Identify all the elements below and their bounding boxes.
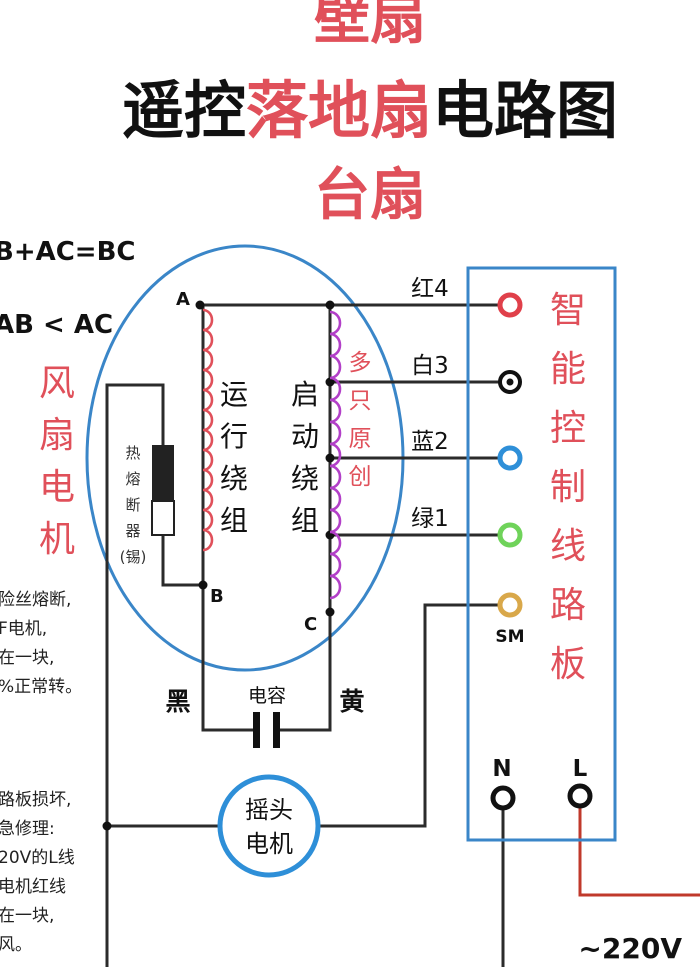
fuse-label: 热 熔 断 器 (锡) bbox=[120, 444, 147, 566]
board-label-char: 能 bbox=[550, 349, 586, 390]
motor-label: 风 扇 电 机 bbox=[39, 363, 75, 560]
note-line: 在一块, bbox=[0, 906, 54, 926]
note-line: %正常转。 bbox=[0, 677, 82, 697]
note-line: 路板损坏, bbox=[0, 790, 71, 810]
control-board bbox=[466, 266, 617, 842]
original-mark-char: 原 bbox=[349, 426, 372, 452]
capacitor-left-wire: 黑 bbox=[165, 687, 190, 716]
board-label-char: 制 bbox=[550, 467, 586, 508]
motor-label-char: 扇 bbox=[39, 415, 75, 456]
terminal-n bbox=[490, 785, 516, 811]
swing-motor-line1: 摇头 bbox=[245, 796, 293, 824]
motor-label-char: 电 bbox=[39, 467, 75, 508]
start-winding-char: 组 bbox=[291, 504, 319, 537]
start-winding-char: 启 bbox=[291, 378, 319, 411]
capacitor bbox=[253, 712, 280, 748]
title-bottom: 台扇 bbox=[314, 163, 426, 228]
fuse-label-char: 断 bbox=[125, 496, 140, 514]
port-red bbox=[497, 292, 523, 318]
start-winding-coil bbox=[329, 310, 342, 600]
original-mark: 多 只 原 创 bbox=[349, 350, 372, 490]
note-line: 20V的L线 bbox=[0, 848, 75, 868]
board-label-char: 控 bbox=[550, 408, 586, 449]
note-line: 在一块, bbox=[0, 648, 54, 668]
capacitor-label: 电容 bbox=[248, 685, 286, 707]
terminal-l-label: L bbox=[573, 756, 588, 782]
voltage-label: ~220V bbox=[578, 932, 682, 965]
fuse-label-char: 器 bbox=[125, 522, 140, 540]
swing-motor-line2: 电机 bbox=[245, 830, 293, 858]
terminal-b: B bbox=[210, 586, 224, 607]
note-line: 急修理: bbox=[0, 819, 55, 839]
board-label-char: 板 bbox=[550, 644, 586, 685]
port-sm-label: SM bbox=[495, 627, 524, 647]
thermal-fuse bbox=[151, 445, 175, 536]
notes-top: 险丝熔断, F电机, 在一块, %正常转。 bbox=[0, 590, 82, 697]
original-mark-char: 多 bbox=[349, 350, 372, 376]
title-main-right: 电路图 bbox=[432, 74, 618, 147]
port-sm bbox=[497, 592, 523, 618]
swing-motor bbox=[217, 774, 321, 878]
run-winding-char: 行 bbox=[220, 420, 248, 453]
terminal-l bbox=[567, 783, 593, 809]
capacitor-right-wire: 黄 bbox=[339, 687, 364, 716]
run-winding-label: 运 行 绕 组 bbox=[220, 378, 248, 537]
wire-label-blue: 蓝2 bbox=[411, 429, 449, 455]
start-winding-label: 启 动 绕 组 bbox=[291, 378, 319, 537]
start-winding-char: 绕 bbox=[291, 462, 319, 495]
wire-label-white: 白3 bbox=[411, 353, 449, 379]
formula-2: AB < AC bbox=[0, 310, 113, 340]
run-winding-char: 运 bbox=[220, 378, 248, 411]
terminal-n-label: N bbox=[492, 756, 511, 782]
board-label-char: 线 bbox=[550, 526, 586, 567]
board-label-char: 智 bbox=[550, 290, 586, 331]
note-line: 险丝熔断, bbox=[0, 590, 71, 610]
wire-label-red: 红4 bbox=[411, 276, 449, 302]
junctions bbox=[102, 300, 335, 831]
fuse-label-char: (锡) bbox=[120, 548, 147, 566]
notes-bottom: 路板损坏, 急修理: 20V的L线 电机红线 在一块, 风。 bbox=[0, 790, 75, 955]
wires bbox=[105, 303, 700, 967]
board-label-char: 路 bbox=[550, 585, 586, 626]
port-white bbox=[498, 370, 522, 394]
fuse-label-char: 热 bbox=[125, 444, 140, 462]
title-main-left: 遥控 bbox=[122, 74, 246, 147]
terminal-a: A bbox=[176, 289, 190, 310]
original-mark-char: 创 bbox=[349, 464, 372, 490]
terminal-c: C bbox=[304, 614, 317, 635]
port-green bbox=[497, 522, 523, 548]
run-winding-char: 绕 bbox=[220, 462, 248, 495]
note-line: F电机, bbox=[0, 619, 47, 639]
note-line: 风。 bbox=[0, 935, 32, 955]
port-blue bbox=[497, 445, 523, 471]
title-main-mid: 落地扇 bbox=[246, 74, 432, 147]
fuse-label-char: 熔 bbox=[125, 470, 140, 488]
title-main: 遥控落地扇电路图 bbox=[122, 74, 618, 147]
title-top: 壁扇 bbox=[314, 0, 426, 52]
run-winding-coil bbox=[202, 308, 214, 552]
formula-1: B+AC=BC bbox=[0, 237, 136, 267]
run-winding-char: 组 bbox=[220, 504, 248, 537]
original-mark-char: 只 bbox=[349, 388, 372, 414]
start-winding-char: 动 bbox=[291, 420, 319, 453]
motor-label-char: 机 bbox=[39, 519, 75, 560]
note-line: 电机红线 bbox=[0, 877, 66, 897]
motor-label-char: 风 bbox=[39, 363, 75, 404]
board-label: 智 能 控 制 线 路 板 bbox=[550, 290, 586, 685]
wire-label-green: 绿1 bbox=[411, 506, 449, 532]
